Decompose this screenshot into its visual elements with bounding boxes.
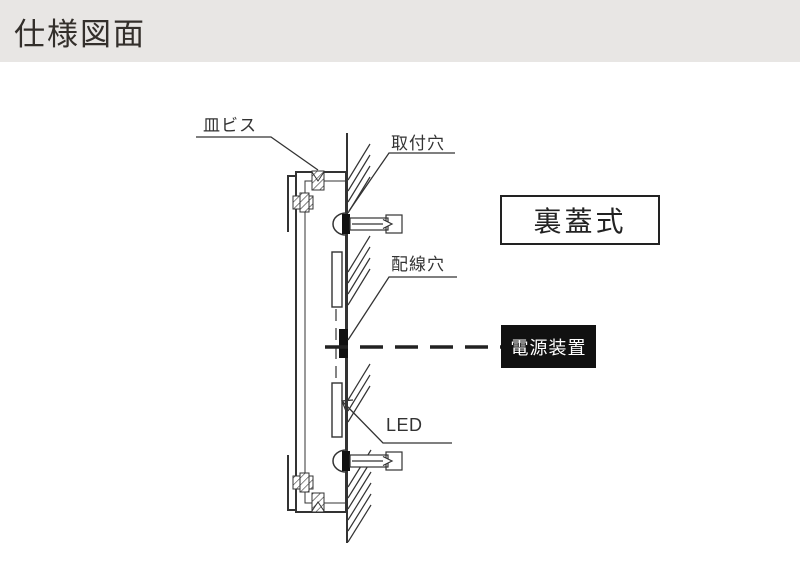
- leader-mounting-hole: [348, 152, 455, 212]
- label-wiring-hole: 配線穴: [391, 255, 445, 274]
- label-led: LED: [386, 415, 423, 435]
- side-screw-bottom: [292, 472, 314, 493]
- leader-countersunk-screw: [196, 136, 319, 171]
- page-header: 仕様図面: [0, 0, 800, 62]
- callout-back-cover-type: 裏蓋式: [500, 195, 660, 245]
- countersunk-screw-top: [311, 170, 325, 191]
- wall-hatch-bottom: [347, 449, 372, 543]
- wall-hatch-top: [347, 143, 371, 214]
- page-title: 仕様図面: [14, 16, 146, 52]
- anchor-bolt-bottom: [332, 449, 403, 473]
- wiring-hole: [339, 329, 348, 358]
- mounting-bracket-bottom: [287, 455, 297, 511]
- countersunk-screw-bottom: [311, 492, 325, 513]
- label-countersunk-screw: 皿ビス: [203, 116, 257, 135]
- label-mounting-hole: 取付穴: [391, 134, 445, 153]
- led-board-upper: [331, 251, 343, 308]
- leader-led: [341, 399, 452, 444]
- mounting-bracket-top: [287, 175, 297, 232]
- wall-hatch-upper-mid: [347, 235, 371, 306]
- side-screw-top: [292, 192, 314, 213]
- callout-power-supply: 電源装置: [501, 325, 596, 368]
- back-cover-type-text: 裏蓋式: [533, 206, 627, 237]
- wall-hatch-lower-mid: [347, 363, 371, 423]
- led-board-lower: [331, 382, 343, 438]
- anchor-bolt-top: [332, 212, 403, 236]
- leader-wiring-hole: [347, 276, 457, 341]
- power-supply-text: 電源装置: [510, 337, 587, 358]
